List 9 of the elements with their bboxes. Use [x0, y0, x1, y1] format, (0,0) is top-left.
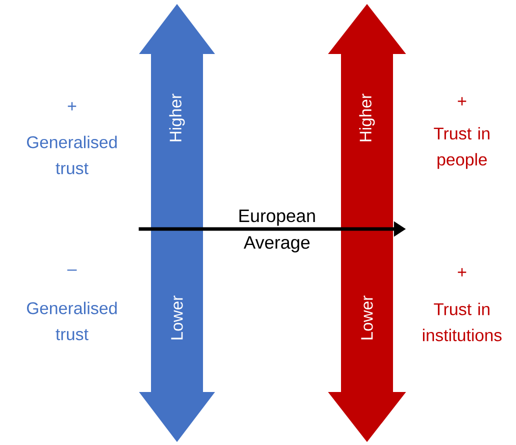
- side-label: Generalised trust: [27, 302, 117, 340]
- side-label: Trust in people: [434, 127, 490, 169]
- side-label: Generalised trust: [27, 136, 117, 174]
- edge-label: European Average: [239, 210, 315, 252]
- plus-sign: +: [68, 102, 76, 110]
- plus-sign: +: [458, 268, 466, 276]
- minus-sign: –: [67, 270, 77, 271]
- side-label: Trust in institutions: [422, 302, 502, 342]
- plus-sign: +: [458, 97, 466, 106]
